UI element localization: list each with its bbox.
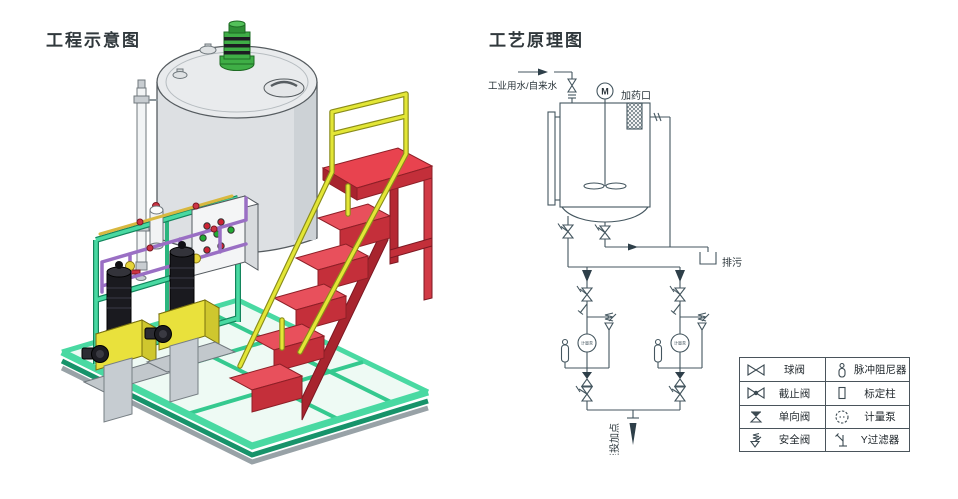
pump-label: 计量泵 [674,340,686,346]
legend-label: 球阀 [784,364,805,377]
drain-label: 排污 [722,256,742,269]
pulse-damper-icon [838,362,846,378]
right-panel-title: 工艺原理图 [489,31,584,50]
drain-funnel-icon [699,252,717,265]
storage-tank [156,45,318,254]
legend-row: 单向阀 计量泵 [740,404,910,428]
drain-line [605,243,717,265]
check-valve-icon [749,411,763,423]
outlet-label: 至投加点 [608,423,621,455]
legend-row: 安全阀 Y过滤器 [740,427,910,451]
manhole-cover [263,78,305,98]
legend-cell-check-valve: 单向阀 [740,406,825,428]
agitator-impeller [583,182,605,190]
y-strainer-icon [835,432,847,447]
process-diagram: 工业用水/自来水 M 加药口 [488,68,742,455]
legend-row: 截止阀 标定柱 [740,381,910,405]
staircase [228,203,392,421]
legend-label: 截止阀 [778,387,811,400]
legend-label: 计量泵 [864,411,896,424]
vent-fittings [172,43,217,79]
metering-pump-icon [835,410,849,424]
legend-cell-safety-valve: 安全阀 [740,429,825,451]
inlet-line [518,68,577,103]
legend-cell-globe-valve: 截止阀 [740,382,825,404]
motor-label: M [601,87,609,97]
ball-valve-icon [747,363,765,376]
safety-valve-icon [749,432,762,448]
left-panel-title: 工程示意图 [46,31,141,50]
inlet-label: 工业用水/自来水 [488,80,558,92]
outlet-arrow [629,423,637,445]
pump-label: 计量泵 [581,340,593,346]
legend-label: 脉冲阻尼器 [854,364,907,377]
legend-label: 标定柱 [864,387,896,400]
legend-cell-pulse-damper: 脉冲阻尼器 [825,358,910,382]
handrail [237,91,409,369]
legend-row: 球阀 脉冲阻尼器 [740,358,910,382]
engineering-illustration [60,20,434,465]
control-panel [190,195,260,277]
globe-valve-icon [747,387,765,400]
calibration-column-icon [838,387,846,400]
legend-cell-metering-pump: 计量泵 [825,405,910,428]
inlet-valve-icon [567,78,577,87]
legend-cell-calibration-column: 标定柱 [825,382,910,405]
legend-label: 安全阀 [778,434,811,447]
legend-label: Y过滤器 [860,434,900,447]
discharge-header [587,409,680,445]
pulse-damper-cylinder [149,202,164,250]
agitator-motor [219,20,255,71]
dosing-port-label: 加药口 [621,90,651,102]
inlet-arrow [538,68,548,76]
agitator [583,82,627,190]
tank-drain-valve [594,222,612,247]
tank-outlet-valve [557,216,575,267]
legend-label: 单向阀 [778,411,811,424]
legend-table: 球阀 脉冲阻尼器 截止阀 标定 [739,357,910,452]
dosing-port-icon [626,102,643,130]
drip-plates [103,337,199,423]
legend-cell-y-strainer: Y过滤器 [825,428,910,451]
tank-level-gauge [547,111,560,206]
legend-cell-ball-valve: 球阀 [740,358,825,381]
overflow-line [650,112,671,247]
